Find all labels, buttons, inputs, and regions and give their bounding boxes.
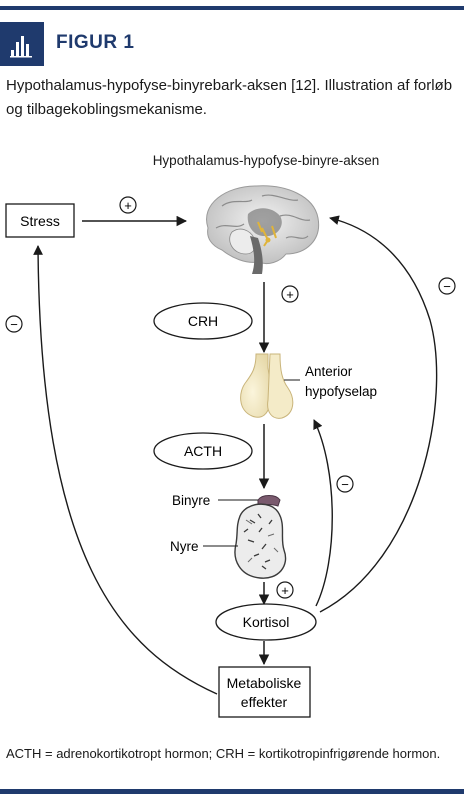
positive-sign-stress: + <box>119 196 137 214</box>
svg-text:−: − <box>443 279 451 294</box>
metabolic-label-line1: Metaboliske <box>227 675 302 691</box>
stress-node: Stress <box>5 203 75 238</box>
metabolic-to-stress-feedback-arrow <box>33 245 218 695</box>
acth-node: ACTH <box>153 432 253 470</box>
diagram-title: Hypothalamus-hypofyse-binyre-aksen <box>153 153 380 168</box>
brain-illustration <box>206 185 320 274</box>
kortisol-label: Kortisol <box>243 614 290 630</box>
stress-label: Stress <box>20 213 60 229</box>
anterior-label-line1: Anterior <box>305 364 353 379</box>
top-rule <box>0 6 464 10</box>
bar-chart-icon <box>0 22 44 66</box>
negative-sign-middle: − <box>336 475 354 493</box>
kortisol-to-pituitary-feedback-arrow <box>313 419 333 607</box>
kortisol-node: Kortisol <box>215 603 317 641</box>
metabolic-label-line2: effekter <box>241 694 288 710</box>
svg-text:+: + <box>286 287 294 302</box>
figure-header: FIGUR 1 <box>0 22 464 66</box>
negative-sign-right: − <box>438 277 456 295</box>
acth-label: ACTH <box>184 443 222 459</box>
figure-label: FIGUR 1 <box>56 32 135 53</box>
svg-text:+: + <box>281 583 289 598</box>
bottom-rule <box>0 789 464 794</box>
metabolic-effects-node: Metaboliske effekter <box>218 666 311 718</box>
crh-label: CRH <box>188 313 218 329</box>
svg-text:−: − <box>341 477 349 492</box>
anterior-label-line2: hypofyselap <box>305 384 377 399</box>
svg-text:+: + <box>124 198 132 213</box>
kortisol-to-brain-feedback-arrow <box>319 215 438 613</box>
crh-node: CRH <box>153 302 253 340</box>
positive-sign-crh: + <box>281 285 299 303</box>
pituitary-illustration <box>240 353 294 419</box>
positive-sign-acth: + <box>276 581 294 599</box>
svg-text:−: − <box>10 317 18 332</box>
binyre-label: Binyre <box>172 493 210 508</box>
kidney-adrenal-illustration <box>234 495 287 579</box>
nyre-label: Nyre <box>170 539 199 554</box>
figure-caption: Hypothalamus-hypofyse-binyrebark-aksen [… <box>6 77 453 118</box>
footnote: ACTH = adrenokortikotropt hormon; CRH = … <box>6 746 441 761</box>
negative-sign-left: − <box>5 315 23 333</box>
